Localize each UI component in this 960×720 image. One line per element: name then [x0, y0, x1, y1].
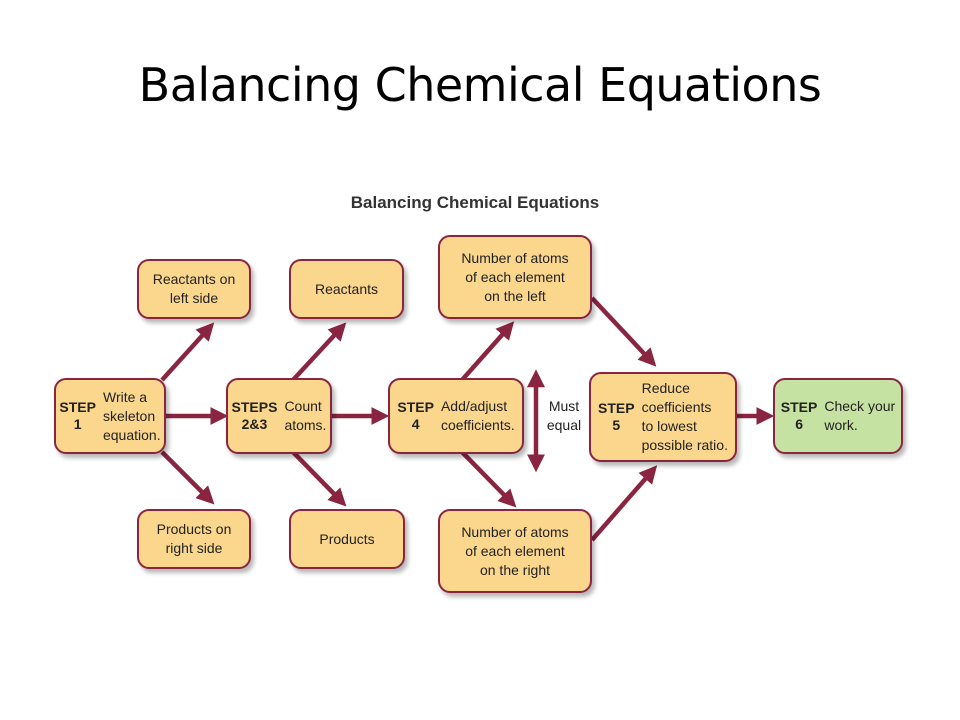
- atoms-left-text: Number of atoms of each element on the l…: [461, 249, 569, 304]
- step5-label: STEP 5: [598, 400, 635, 433]
- must-equal-label: Must equal: [546, 398, 582, 433]
- arrow-steps23-to-products: [291, 450, 347, 507]
- arrow-atoms-right-to-step5: [590, 465, 658, 542]
- step1-box: STEP 1 Write a skeleton equation.: [54, 378, 166, 454]
- arrow-atoms-left-to-step5: [590, 296, 657, 367]
- products-right-box: Products on right side: [137, 509, 251, 569]
- reactants-text: Reactants: [314, 280, 379, 297]
- reactants-left-box: Reactants on left side: [137, 259, 251, 319]
- arrow-step1-to-reactants-left: [160, 322, 215, 382]
- arrow-step4-to-atoms-right: [460, 450, 517, 508]
- products-box: Products: [289, 509, 405, 569]
- step6-text: Check your work.: [824, 398, 896, 433]
- step4-box: STEP 4 Add/adjust coefficients.: [388, 378, 524, 454]
- products-right-text: Products on right side: [156, 521, 232, 556]
- step6-box: STEP 6 Check your work.: [773, 378, 903, 454]
- arrow-steps23-to-reactants: [291, 322, 347, 382]
- step5-text: Reduce coefficients to lowest possible r…: [641, 380, 728, 453]
- arrow-step1-to-products-right: [160, 450, 215, 505]
- reactants-box: Reactants: [289, 259, 404, 319]
- atoms-right-box: Number of atoms of each element on the r…: [438, 509, 592, 593]
- slide-title: Balancing Chemical Equations: [138, 58, 822, 112]
- step1-label: STEP 1: [59, 399, 96, 432]
- steps23-box: STEPS 2&3 Count atoms.: [226, 378, 332, 454]
- step5-box: STEP 5 Reduce coefficients to lowest pos…: [589, 372, 737, 462]
- products-text: Products: [319, 530, 375, 547]
- reactants-left-text: Reactants on left side: [152, 271, 236, 306]
- step4-label: STEP 4: [397, 399, 434, 432]
- steps23-text: Count atoms.: [284, 398, 327, 433]
- diagram-title: Balancing Chemical Equations: [350, 193, 600, 212]
- atoms-right-text: Number of atoms of each element on the r…: [461, 523, 569, 578]
- step4-text: Add/adjust coefficients.: [440, 398, 515, 433]
- arrow-step4-to-atoms-left: [460, 321, 515, 382]
- step1-text: Write a skeleton equation.: [102, 388, 161, 443]
- steps23-label: STEPS 2&3: [231, 399, 278, 432]
- atoms-left-box: Number of atoms of each element on the l…: [438, 235, 592, 319]
- step6-label: STEP 6: [780, 399, 818, 432]
